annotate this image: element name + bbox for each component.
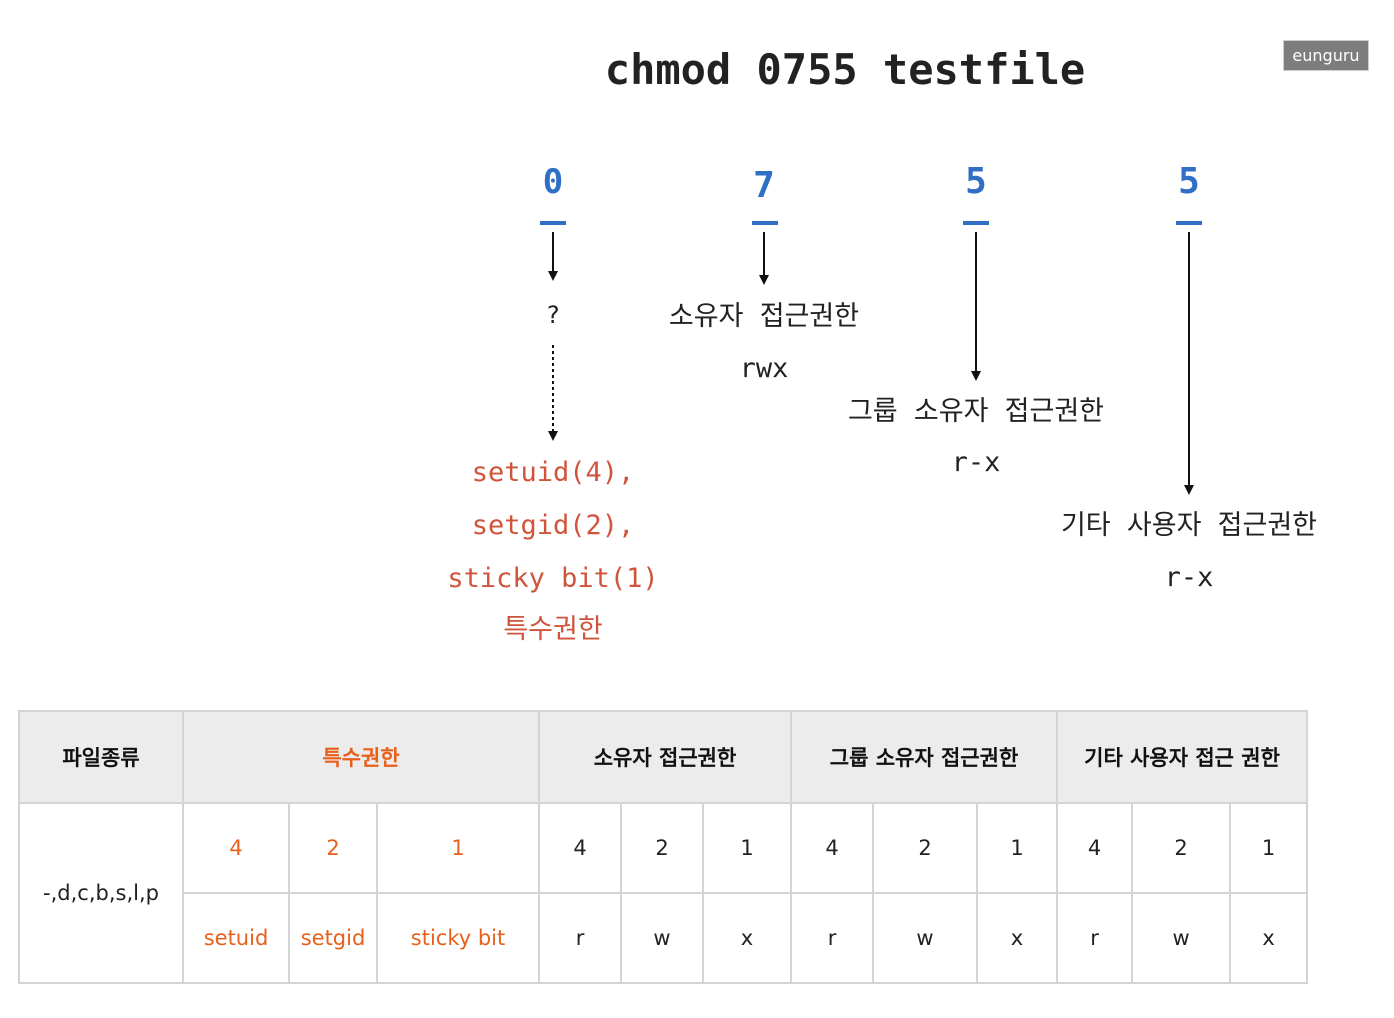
label-cell: w [1131, 892, 1232, 984]
value-cell: 4 [1056, 802, 1134, 894]
value-cell: 1 [1229, 802, 1309, 894]
special-setuid: setuid(4), [472, 457, 635, 488]
label-cell: r [790, 892, 875, 984]
watermark-badge: eunguru [1283, 40, 1369, 71]
label-cell: r [538, 892, 623, 984]
table-label-row: setuid setgid sticky bit r w x r w x r w… [19, 892, 1309, 984]
value-cell: 4 [538, 802, 623, 894]
file-types-cell: -,d,c,b,s,l,p [18, 802, 184, 984]
header-owner: 소유자 접근권한 [538, 710, 793, 804]
label-cell: x [1229, 892, 1309, 984]
label-cell: x [702, 892, 793, 984]
label-cell: x [976, 892, 1059, 984]
special-label: 특수권한 [503, 614, 602, 645]
special-sticky: sticky bit(1) [447, 563, 658, 594]
label-cell: setgid [288, 892, 378, 984]
digit-5-other: 5 [1178, 161, 1200, 202]
value-cell: 2 [872, 802, 979, 894]
value-cell: 2 [620, 802, 705, 894]
other-label: 기타 사용자 접근권한 [1061, 510, 1317, 541]
value-cell: 1 [976, 802, 1059, 894]
group-label: 그룹 소유자 접근권한 [848, 396, 1104, 427]
digit-0: 0 [543, 162, 563, 202]
digit-7: 7 [753, 165, 775, 206]
table-header-row: 파일종류 특수권한 소유자 접근권한 그룹 소유자 접근권한 기타 사용자 접근… [18, 710, 1309, 804]
chmod-diagram: chmod 0755 testfile 0 ? setuid(4), setgi… [447, 45, 1317, 645]
header-other: 기타 사용자 접근 권한 [1056, 710, 1309, 804]
value-cell: 2 [288, 802, 378, 894]
other-rx: r-x [1165, 562, 1214, 593]
label-cell: w [620, 892, 705, 984]
unknown-mark: ? [546, 301, 560, 329]
value-cell: 1 [702, 802, 793, 894]
group-rx: r-x [952, 447, 1001, 478]
header-group: 그룹 소유자 접근권한 [790, 710, 1059, 804]
label-cell: sticky bit [375, 892, 541, 984]
value-cell: 2 [1131, 802, 1232, 894]
digit-5-group: 5 [965, 161, 987, 202]
label-cell: w [872, 892, 979, 984]
value-cell: 1 [375, 802, 541, 894]
value-cell: 4 [182, 802, 290, 894]
label-cell: r [1056, 892, 1134, 984]
owner-label: 소유자 접근권한 [669, 301, 859, 332]
header-file-type: 파일종류 [18, 710, 184, 804]
value-cell: 4 [790, 802, 875, 894]
header-special: 특수권한 [181, 710, 541, 804]
owner-rwx: rwx [740, 353, 789, 384]
special-setgid: setgid(2), [472, 510, 635, 541]
table-value-row: -,d,c,b,s,l,p 4 2 1 4 2 1 4 2 1 4 2 1 [18, 802, 1309, 984]
permission-table: 파일종류 특수권한 소유자 접근권한 그룹 소유자 접근권한 기타 사용자 접근… [18, 710, 1309, 984]
diagram-title: chmod 0755 testfile [605, 45, 1085, 94]
label-cell: setuid [182, 892, 290, 984]
